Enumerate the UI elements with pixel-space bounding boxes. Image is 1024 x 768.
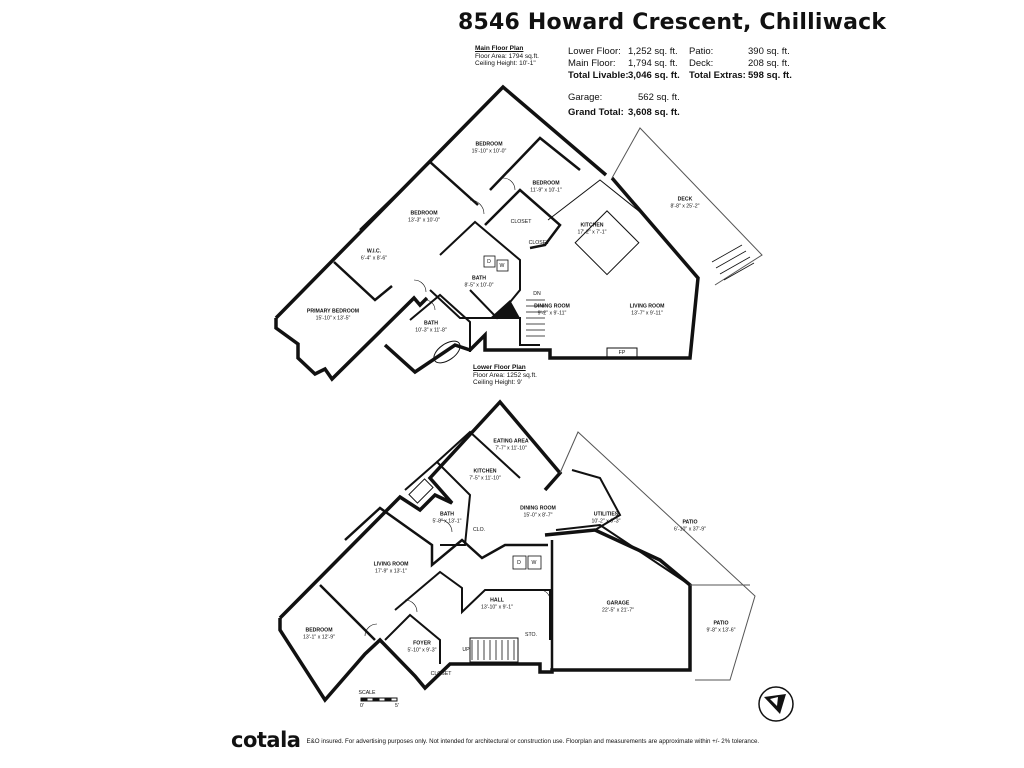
main-floor-area: Floor Area: 1794 sq.ft.	[475, 52, 539, 60]
unit-label: sq. ft.	[763, 58, 790, 69]
main-floor-heading: Main Floor Plan	[475, 45, 524, 52]
main-floor-label: Main Floor:	[568, 58, 616, 69]
garage-value: 562	[638, 92, 654, 103]
lower-floor-plan-info: Lower Floor Plan Floor Area: 1252 sq.ft.…	[473, 364, 537, 387]
fireplace-label: FP	[618, 349, 626, 356]
scale-bar	[360, 697, 398, 702]
wic-label: W.I.C.6'-4" x 8'-6"	[360, 248, 388, 262]
lower-floor-ceiling: Ceiling Height: 9'	[473, 379, 522, 386]
grand-total-label: Grand Total:	[568, 107, 624, 118]
scale-label: SCALE	[358, 689, 376, 696]
unit-label: sq. ft.	[763, 46, 790, 57]
north-arrow-icon	[758, 686, 794, 722]
lower-closet-label: CLOSET	[430, 670, 452, 677]
down-stairs-label: DN	[533, 290, 541, 297]
unit-label: sq. ft.	[651, 58, 678, 69]
scale-five-label: 5'	[395, 702, 399, 709]
deck-value: 208	[748, 58, 764, 69]
main-floor-value: 1,794	[628, 58, 652, 69]
grand-total-value: 3,608	[628, 107, 652, 118]
patio-value: 390	[748, 46, 764, 57]
storage-label: STO.	[524, 631, 538, 638]
main-floor-plan-info: Main Floor Plan Floor Area: 1794 sq.ft. …	[475, 45, 539, 68]
main-floor-walls	[274, 84, 763, 382]
cotala-logo: cotala	[231, 728, 301, 752]
total-extras-label: Total Extras:	[689, 70, 746, 81]
lower-floor-heading: Lower Floor Plan	[473, 364, 526, 371]
lower-floor-label: Lower Floor:	[568, 46, 621, 57]
dryer-label: D	[487, 258, 491, 265]
footer: cotala E&O insured. For advertising purp…	[231, 728, 759, 752]
total-livable-value: 3,046	[628, 70, 652, 81]
lower-floor-walls	[278, 399, 756, 703]
page-title: 8546 Howard Crescent, Chilliwack	[458, 10, 887, 35]
closet-2-label: CLOSET	[528, 239, 550, 246]
patio-label: Patio:	[689, 46, 714, 57]
lower-floor-value: 1,252	[628, 46, 652, 57]
disclaimer: E&O insured. For advertising purposes on…	[306, 737, 760, 745]
unit-label: sq. ft.	[651, 46, 678, 57]
up-stairs-label: UP	[462, 646, 470, 653]
unit-label: sq. ft.	[763, 70, 792, 81]
unit-label: sq. ft.	[651, 70, 680, 81]
total-extras-value: 598	[748, 70, 764, 81]
garage-label: Garage:	[568, 92, 603, 103]
lower-floor-area: Floor Area: 1252 sq.ft.	[473, 371, 537, 379]
scale-zero-label: 0'	[360, 702, 364, 709]
lower-washer-label: W	[531, 559, 537, 566]
clo-label: CLO.	[472, 526, 486, 533]
unit-label: sq. ft.	[653, 92, 680, 103]
washer-label: W	[499, 262, 505, 269]
main-floor-ceiling: Ceiling Height: 10'-1"	[475, 60, 536, 67]
total-livable-label: Total Livable:	[568, 70, 629, 81]
lower-dryer-label: D	[517, 559, 521, 566]
unit-label: sq. ft.	[651, 107, 680, 118]
deck-label: Deck:	[689, 58, 714, 69]
closet-1-label: CLOSET	[510, 218, 532, 225]
